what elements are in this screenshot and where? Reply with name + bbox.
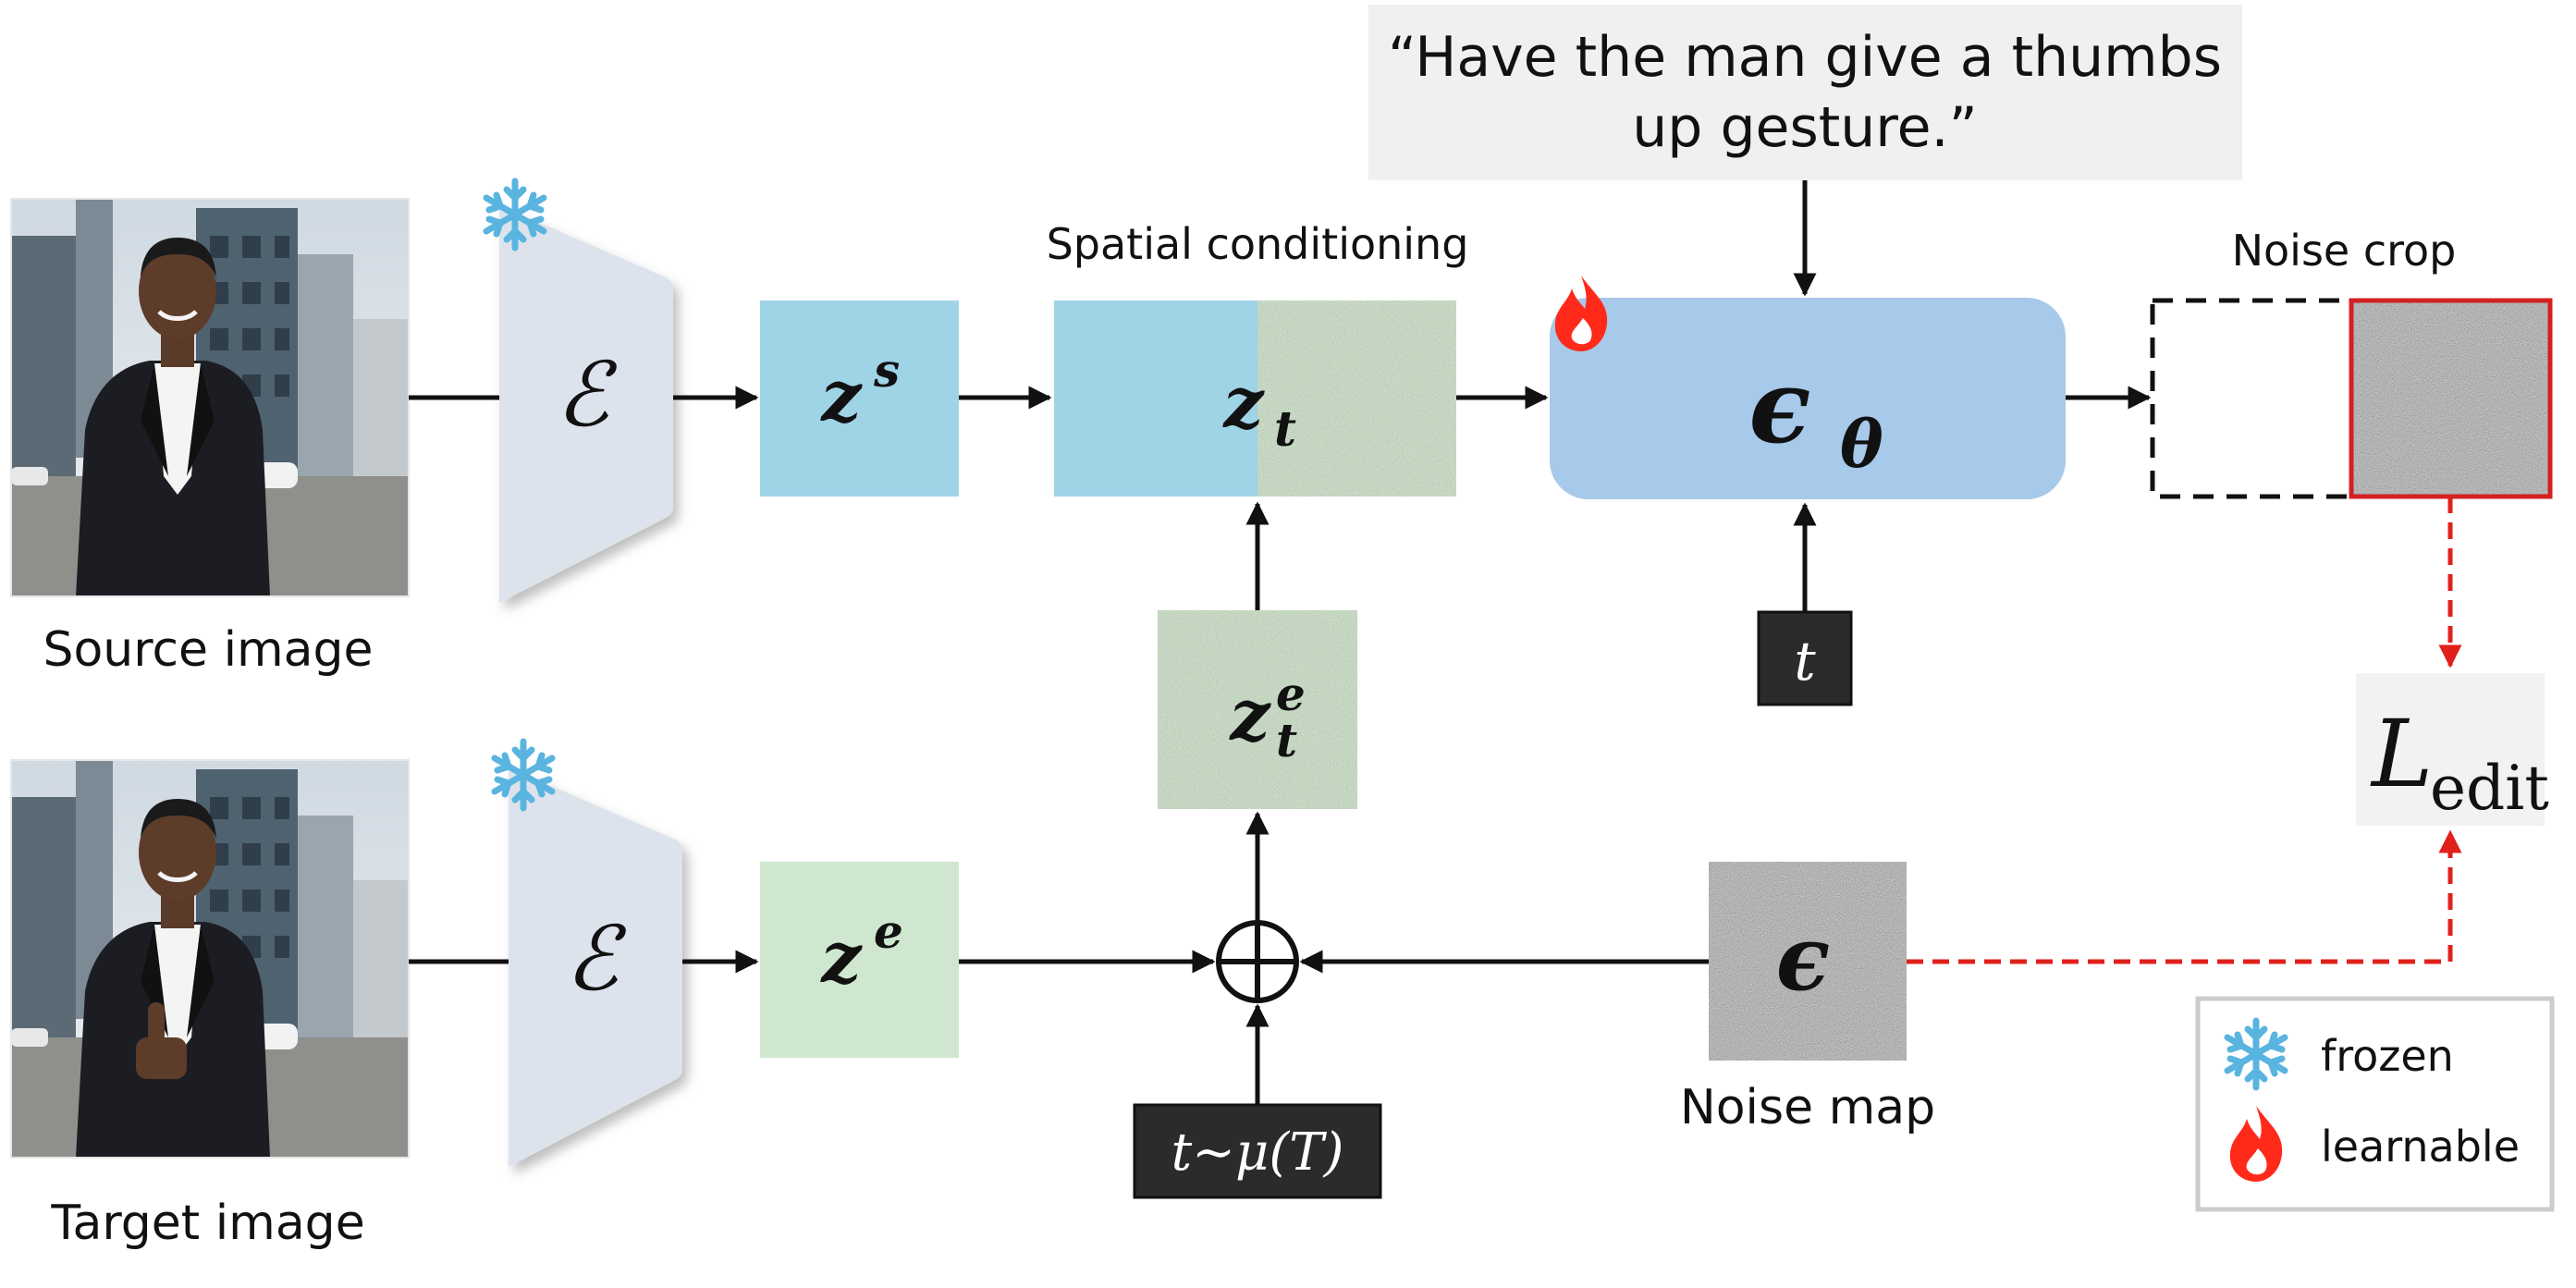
zte-superscript: e [1276, 667, 1306, 721]
denoiser-unet: ϵ θ [1550, 298, 2066, 499]
timestep-sampler-symbol: t∼μ(T) [1171, 1122, 1344, 1183]
legend-frozen-label: frozen [2321, 1031, 2454, 1081]
legend-learnable-label: learnable [2321, 1122, 2520, 1171]
target-photo [11, 760, 409, 1158]
ze-superscript: e [874, 904, 903, 959]
prompt-line-2: up gesture.” [1632, 95, 1977, 160]
zt-latent-box: z t [1054, 301, 1456, 497]
source-image [11, 199, 409, 596]
timestep-symbol: t [1794, 630, 1816, 693]
arrow-noise-to-loss [1907, 829, 2462, 964]
oplus-icon [1216, 920, 1299, 1003]
ze-latent-box: z e [760, 862, 959, 1058]
noise-map-box: ϵ [1709, 862, 1907, 1061]
eps-symbol: ϵ [1776, 906, 1830, 1011]
target-image-label: Target image [50, 1196, 364, 1251]
encoder-symbol-bottom: ℰ [565, 907, 627, 1011]
zt-subscript: t [1274, 401, 1296, 458]
zs-superscript: s [873, 343, 900, 398]
legend: frozen learnable [2195, 996, 2555, 1212]
zte-latent-box: z e t [1158, 610, 1357, 809]
spatial-conditioning-label: Spatial conditioning [1047, 219, 1469, 269]
text-prompt-box: “Have the man give a thumbs up gesture.” [1368, 5, 2242, 180]
target-image [11, 760, 409, 1158]
zs-symbol: z [819, 355, 863, 437]
loss-subscript: edit [2430, 753, 2549, 824]
source-image-label: Source image [43, 622, 373, 678]
flame-icon [1554, 276, 1608, 351]
cropped-region [2150, 298, 2354, 499]
ze-symbol: z [819, 916, 863, 999]
loss-box: L edit [2356, 673, 2549, 826]
timestep-sampler-box: t∼μ(T) [1133, 1103, 1382, 1199]
zte-symbol: z [1228, 674, 1271, 756]
zt-symbol: z [1221, 362, 1265, 444]
encoder-symbol: ℰ [556, 343, 618, 447]
timestep-box: t [1757, 610, 1853, 706]
eps-theta-subscript: θ [1840, 406, 1883, 483]
eps-theta-symbol: ϵ [1749, 347, 1811, 466]
encoder-top: ℰ [499, 205, 673, 603]
noise-crop-label: Noise crop [2232, 226, 2457, 276]
noise-map-label: Noise map [1680, 1080, 1935, 1135]
zs-latent-box: z s [760, 301, 959, 497]
source-photo [11, 199, 409, 596]
noise-crop [2150, 298, 2553, 499]
zte-subscript: t [1276, 713, 1297, 767]
encoder-bottom: ℰ [509, 767, 682, 1167]
prompt-line-1: “Have the man give a thumbs [1388, 25, 2222, 90]
loss-symbol: L [2370, 700, 2433, 808]
